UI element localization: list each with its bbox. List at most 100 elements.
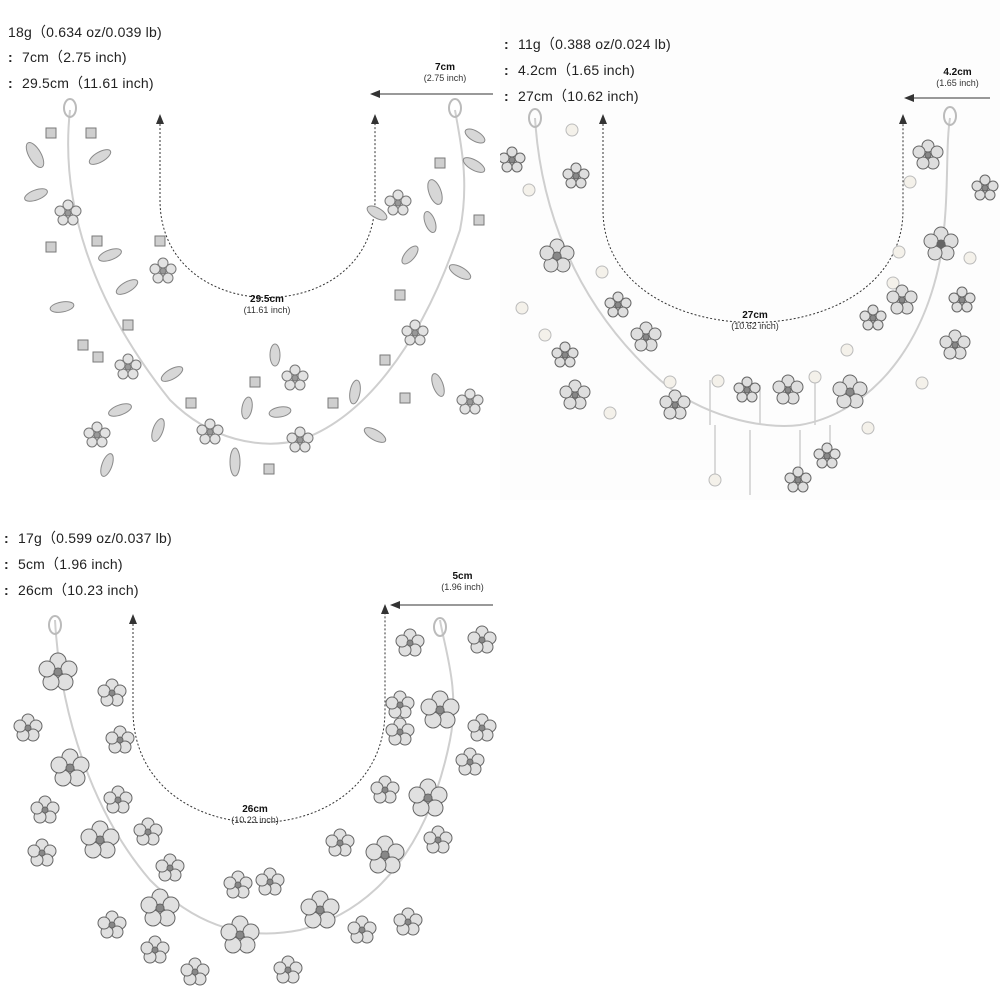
- marquise-crystal-icon: [241, 396, 253, 420]
- length-spec: :27cm（10.62 inch): [504, 88, 639, 104]
- product-panel-pearl-flower: :11g（0.388 oz/0.024 lb) :4.2cm（1.65 inch…: [500, 0, 1000, 500]
- flower-crystal-icon: [630, 321, 662, 352]
- flower-crystal-icon: [13, 713, 43, 742]
- pearl-icon: [915, 376, 929, 390]
- marquise-crystal-icon: [423, 211, 437, 233]
- height-label-cm: 5cm: [452, 571, 473, 582]
- round-rhinestone-icon: [185, 397, 197, 409]
- flower-crystal-icon: [114, 353, 142, 380]
- height-dimension-label: 4.2cm (1.65 inch): [930, 67, 985, 88]
- flower-crystal-icon: [223, 870, 253, 899]
- pearl-icon: [538, 328, 552, 342]
- marquise-crystal-icon: [160, 366, 184, 382]
- length-dimension-label: 26cm (10.23 inch): [225, 804, 285, 825]
- flower-crystal-icon: [80, 820, 120, 859]
- height-dimension-label: 7cm (2.75 inch): [420, 62, 470, 83]
- length-text: 29.5cm（11.61 inch): [22, 75, 154, 91]
- flower-crystal-icon: [859, 304, 887, 331]
- flower-crystal-icon: [155, 853, 185, 882]
- marquise-crystal-icon: [401, 245, 419, 265]
- length-label-inch: (10.23 inch): [231, 815, 279, 825]
- height-label-inch: (2.75 inch): [423, 73, 467, 83]
- round-rhinestone-icon: [399, 392, 411, 404]
- flower-crystal-icon: [103, 785, 133, 814]
- flower-crystal-icon: [54, 199, 82, 226]
- flower-crystal-icon: [467, 713, 497, 742]
- round-rhinestone-icon: [394, 289, 406, 301]
- flower-crystal-icon: [659, 389, 691, 420]
- height-text: 5cm（1.96 inch): [18, 556, 123, 572]
- weight-text: 11g（0.388 oz/0.024 lb): [518, 36, 671, 52]
- height-label-inch: (1.65 inch): [936, 78, 979, 88]
- length-label-cm: 29.5cm: [250, 294, 284, 305]
- flower-crystal-icon: [456, 388, 484, 415]
- arrow-up-icon: [156, 114, 164, 124]
- flower-crystal-icon: [273, 955, 303, 984]
- round-rhinestone-icon: [85, 127, 97, 139]
- end-loop: [943, 106, 957, 126]
- length-spec: :26cm（10.23 inch): [4, 582, 139, 598]
- weight-text: 18g（0.634 oz/0.039 lb): [8, 24, 162, 40]
- weight-spec: :17g（0.599 oz/0.037 lb): [4, 530, 172, 546]
- marquise-crystal-icon: [151, 418, 165, 442]
- flower-crystal-icon: [733, 376, 761, 403]
- pearl-icon: [892, 245, 906, 259]
- round-rhinestone-icon: [122, 319, 134, 331]
- weight-spec: 18g（0.634 oz/0.039 lb): [8, 22, 162, 42]
- flower-crystal-icon: [220, 915, 260, 954]
- flower-crystal-icon: [300, 890, 340, 929]
- round-rhinestone-icon: [473, 214, 485, 226]
- marquise-crystal-icon: [115, 279, 139, 295]
- arrow-left-icon: [370, 90, 380, 98]
- flower-crystal-icon: [27, 838, 57, 867]
- marquise-crystal-icon: [98, 248, 122, 262]
- flower-crystal-icon: [149, 257, 177, 284]
- pearl-icon: [603, 406, 617, 420]
- flower-crystal-icon: [423, 825, 453, 854]
- flower-crystal-icon: [912, 139, 944, 170]
- marquise-crystal-icon: [431, 373, 445, 397]
- flower-crystal-icon: [604, 291, 632, 318]
- flower-crystal-icon: [562, 162, 590, 189]
- flower-crystal-icon: [30, 795, 60, 824]
- marquise-crystal-icon: [25, 142, 45, 168]
- flower-crystal-icon: [772, 374, 804, 405]
- flower-crystal-icon: [97, 678, 127, 707]
- round-rhinestone-icon: [154, 235, 166, 247]
- flower-crystal-icon: [948, 286, 976, 313]
- pearl-icon: [963, 251, 977, 265]
- flower-crystal-icon: [180, 957, 210, 986]
- flower-crystal-icon: [559, 379, 591, 410]
- flower-crystal-icon: [408, 778, 448, 817]
- flower-crystal-icon: [539, 238, 575, 273]
- height-spec: :7cm（2.75 inch): [8, 49, 127, 65]
- round-rhinestone-icon: [263, 463, 275, 475]
- pearl-icon: [565, 123, 579, 137]
- length-dimension-label: 27cm (10.62 inch): [725, 310, 785, 331]
- flower-crystal-icon: [467, 625, 497, 654]
- pearl-icon: [840, 343, 854, 357]
- flower-crystal-icon: [832, 374, 868, 409]
- vine-wire: [54, 619, 455, 935]
- length-text: 26cm（10.23 inch): [18, 582, 139, 598]
- flower-crystal-icon: [385, 717, 415, 746]
- flower-crystal-icon: [923, 226, 959, 261]
- length-spec: :29.5cm（11.61 inch): [8, 75, 154, 91]
- height-text: 7cm（2.75 inch): [22, 49, 127, 65]
- pearl-group: [515, 123, 977, 487]
- marquise-crystal-icon: [448, 264, 472, 280]
- flower-crystal-icon: [133, 817, 163, 846]
- arrow-up-icon: [129, 614, 137, 624]
- flower-crystal-icon: [551, 341, 579, 368]
- flower-crystal-icon: [384, 189, 412, 216]
- pearl-icon: [861, 421, 875, 435]
- flower-crystal-icon: [105, 725, 135, 754]
- round-rhinestone-icon: [379, 354, 391, 366]
- flower-crystal-icon: [393, 907, 423, 936]
- marquise-crystal-icon: [363, 427, 387, 443]
- length-measure-curve: [159, 120, 376, 298]
- flower-crystal-icon: [784, 466, 812, 493]
- end-loop: [528, 108, 542, 128]
- flower-crystal-icon: [83, 421, 111, 448]
- flower-crystal-icon: [971, 174, 999, 201]
